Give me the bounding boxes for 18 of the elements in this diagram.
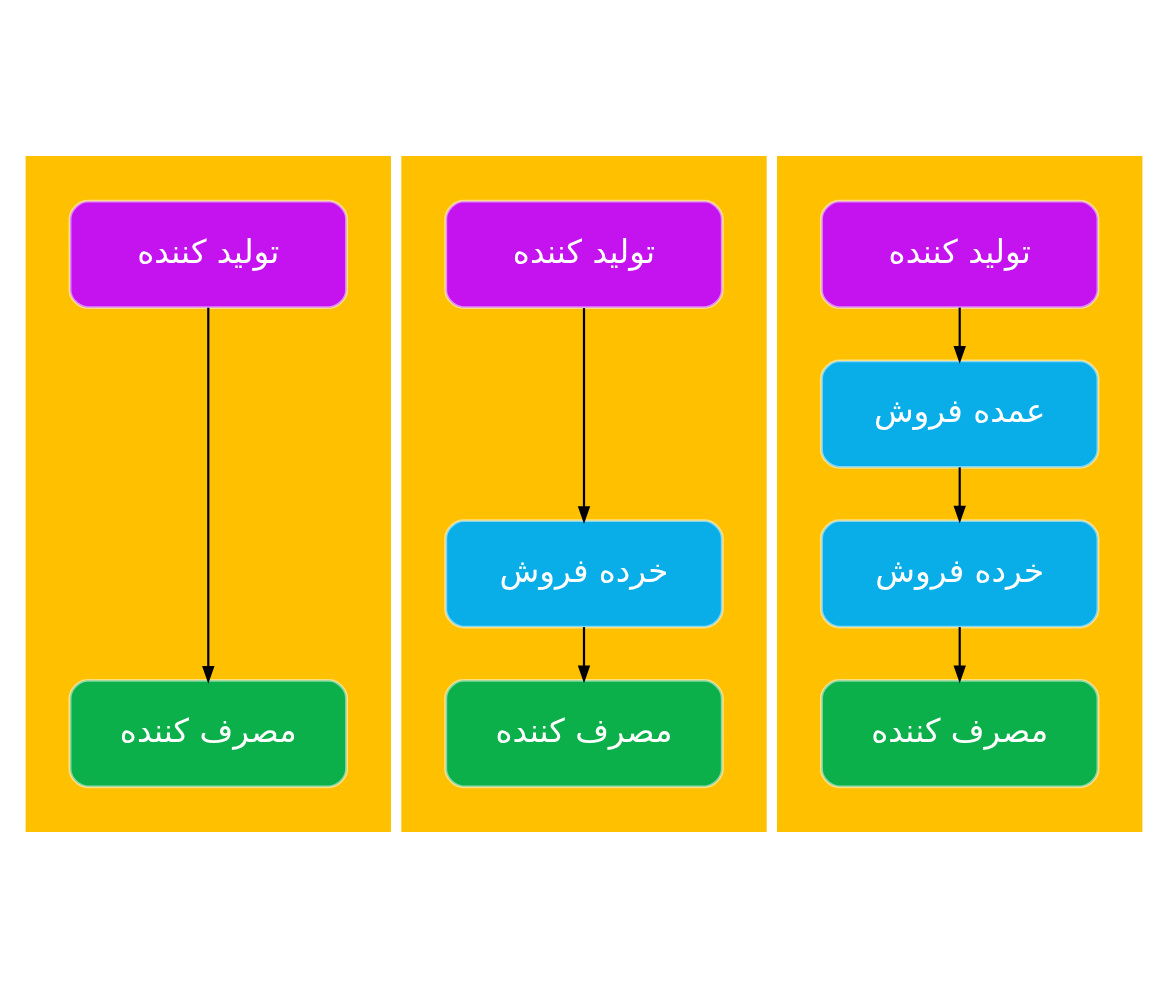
node-box: عمده فروش <box>819 358 1100 469</box>
node-box: تولید کننده <box>819 199 1100 309</box>
cluster <box>401 155 767 832</box>
arrow <box>953 307 966 364</box>
node-box: تولید کننده <box>444 199 724 309</box>
node-box: خرده فروش <box>819 518 1100 629</box>
cluster <box>25 155 391 832</box>
arrow <box>577 307 591 524</box>
node-box: مصرف کننده <box>819 678 1100 788</box>
arrow <box>953 466 966 523</box>
arrow <box>577 626 591 683</box>
node-box: مصرف کننده <box>444 678 724 788</box>
arrow <box>953 626 966 683</box>
node-box: تولید کننده <box>68 199 349 309</box>
arrow <box>202 307 215 684</box>
node-box: مصرف کننده <box>68 678 349 788</box>
cluster <box>777 155 1143 832</box>
node-box: خرده فروش <box>444 518 724 629</box>
